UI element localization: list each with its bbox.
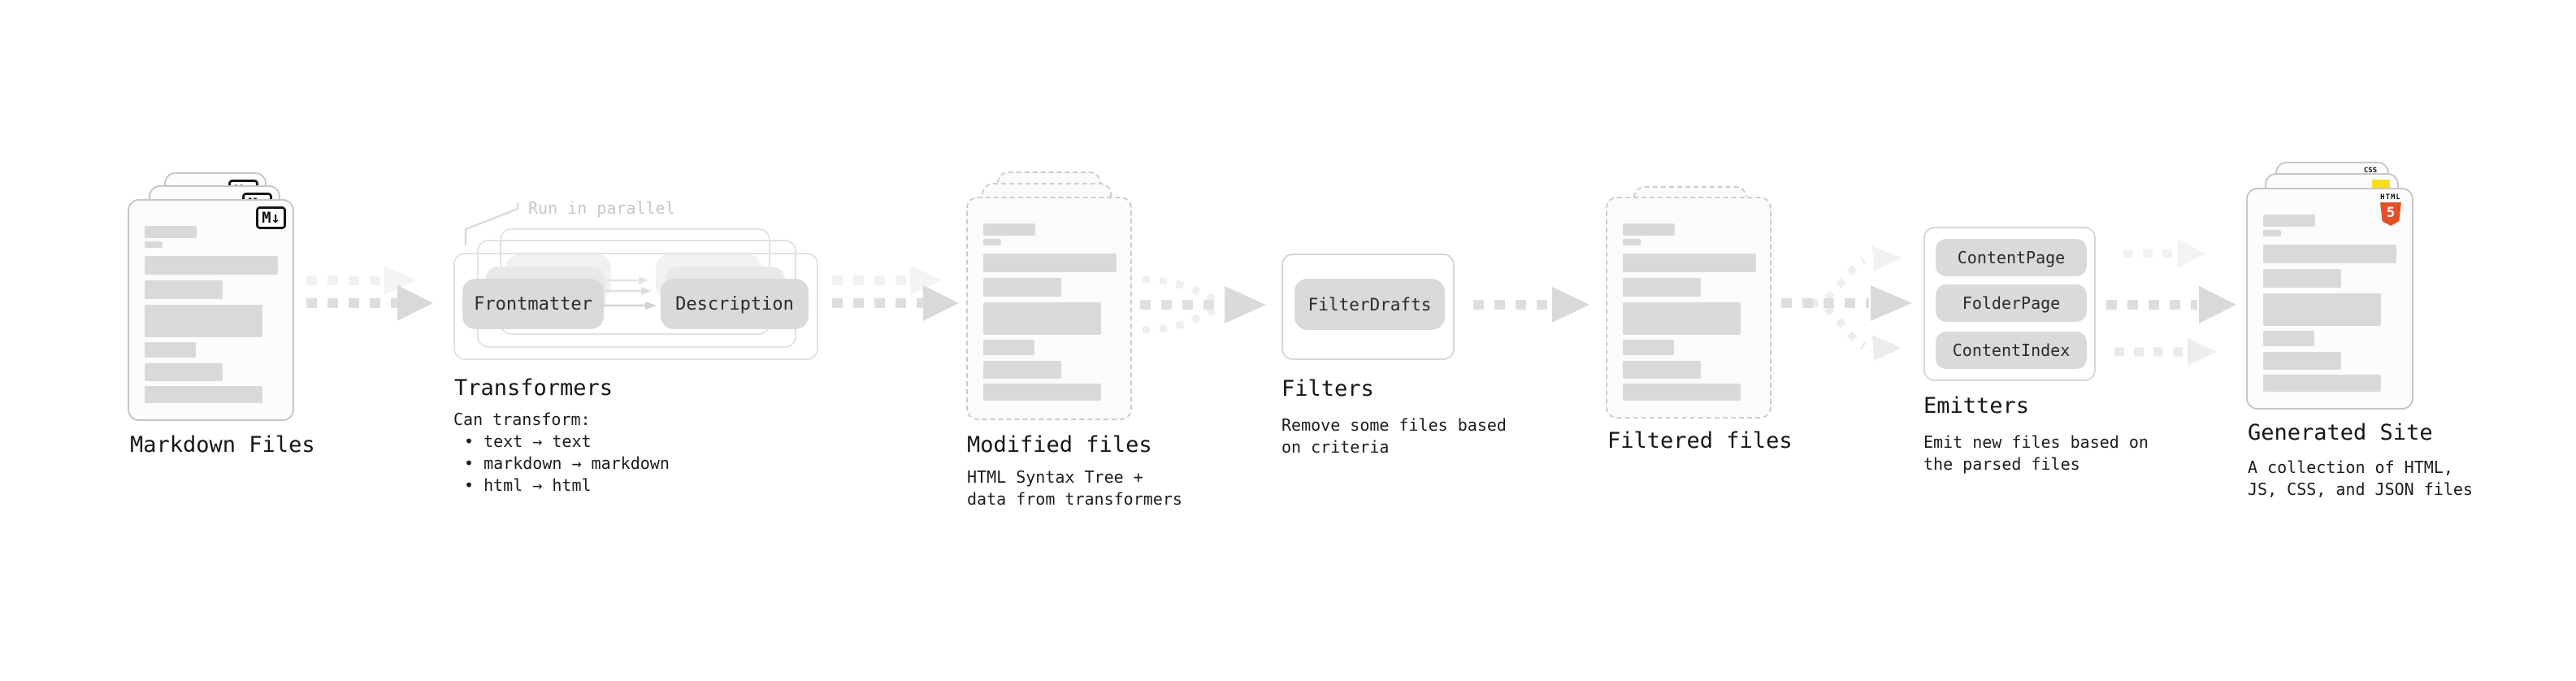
emitters-caption: Emitters xyxy=(1923,393,2030,419)
file-content-placeholder xyxy=(145,201,293,419)
run-in-parallel-note: Run in parallel xyxy=(528,198,675,218)
emitters-details: Emit new files based on the parsed files xyxy=(1923,432,2149,474)
arrow-markdown-to-transformers xyxy=(306,266,433,321)
html5-icon: HTML 5 xyxy=(2377,193,2405,226)
filtered-files-caption: Filtered files xyxy=(1607,428,1793,453)
contentpage-pill: ContentPage xyxy=(1936,239,2087,276)
arrows-emitters-to-generated xyxy=(2106,239,2236,366)
transformer-outline-front xyxy=(453,253,818,360)
js-icon xyxy=(2372,180,2390,189)
modified-files-details: HTML Syntax Tree + data from transformer… xyxy=(967,467,1182,509)
generated-site-caption: Generated Site xyxy=(2248,420,2433,445)
generated-site-stack: CSS HTML 5 xyxy=(2246,162,2449,414)
frontmatter-pill: Frontmatter xyxy=(462,279,604,329)
filterdrafts-pill: FilterDrafts xyxy=(1295,279,1445,330)
file-content-placeholder xyxy=(983,198,1130,419)
arrow-filters-to-filtered xyxy=(1473,287,1589,323)
html-file-card: HTML 5 xyxy=(2246,188,2413,410)
file-content-placeholder xyxy=(2263,189,2412,408)
filters-details: Remove some files based on criteria xyxy=(1281,415,1507,457)
filters-caption: Filters xyxy=(1281,376,1374,401)
emitters-box: ContentPage FolderPage ContentIndex xyxy=(1923,227,2096,381)
modified-files-stack xyxy=(966,171,1169,423)
arrow-filtered-to-emitters xyxy=(1781,246,1912,361)
markdown-file-card-front: M↓ xyxy=(128,199,294,421)
transformer-internal-arrows xyxy=(601,276,657,310)
filtered-file-card-front xyxy=(1606,197,1772,419)
modified-file-card-front xyxy=(966,197,1132,420)
transformers-caption: Transformers xyxy=(454,375,614,401)
markdown-icon: M↓ xyxy=(256,206,286,229)
contentindex-pill: ContentIndex xyxy=(1936,332,2087,369)
generated-site-details: A collection of HTML, JS, CSS, and JSON … xyxy=(2248,458,2473,499)
arrow-transformers-to-modified xyxy=(832,266,959,321)
filtered-files-stack xyxy=(1606,186,1809,430)
description-pill: Description xyxy=(661,279,809,329)
arrow-modified-to-filters xyxy=(1140,275,1266,334)
file-content-placeholder xyxy=(1623,198,1770,417)
markdown-files-caption: Markdown Files xyxy=(130,432,315,458)
folderpage-pill: FolderPage xyxy=(1936,284,2087,322)
filters-box: FilterDrafts xyxy=(1281,254,1455,360)
transformers-details: Can transform: • text → text • markdown … xyxy=(453,410,670,495)
markdown-files-stack: M↓ M↓ M↓ xyxy=(128,172,331,424)
run-in-parallel-connector xyxy=(464,202,519,245)
modified-files-caption: Modified files xyxy=(967,432,1152,458)
